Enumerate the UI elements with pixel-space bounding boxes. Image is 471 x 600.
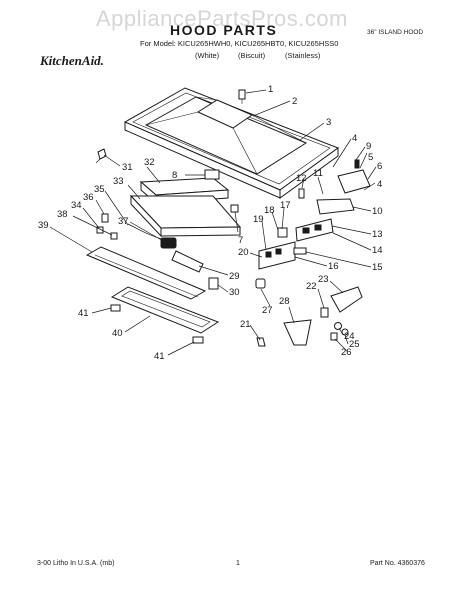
part-39-rail — [85, 246, 207, 300]
part-8-connector — [204, 169, 220, 180]
callout-14: 14 — [372, 245, 383, 256]
callout-16: 16 — [328, 261, 339, 272]
callout-37: 37 — [118, 216, 129, 227]
callout-13: 13 — [372, 229, 383, 240]
part-33-panel — [129, 194, 242, 238]
callout-4b: 4 — [377, 179, 382, 190]
callout-1: 1 — [268, 84, 273, 95]
callout-11: 11 — [313, 168, 323, 179]
callout-23: 23 — [318, 274, 329, 285]
callout-12: 12 — [296, 173, 307, 184]
footer-page-number: 1 — [236, 560, 240, 567]
part-5-screw — [354, 159, 360, 169]
callout-29: 29 — [229, 271, 240, 282]
part-26-screw — [330, 332, 338, 341]
part-29-lamp — [171, 250, 204, 273]
callout-9: 9 — [366, 141, 371, 152]
callout-31: 31 — [122, 162, 133, 173]
part-10-bracket — [316, 198, 355, 215]
footer-part-number: Part No. 4360376 — [370, 560, 425, 567]
part-34-clip — [96, 226, 104, 234]
part-19-control-panel — [258, 241, 296, 270]
part-28-grease-cup — [283, 319, 312, 346]
callout-24: 24 — [344, 331, 355, 342]
callout-26: 26 — [341, 347, 352, 358]
part-14-control-board — [295, 218, 334, 242]
callout-17: 17 — [280, 200, 291, 211]
callout-4a: 4 — [352, 133, 357, 144]
part-24-washer — [334, 322, 342, 330]
callout-20: 20 — [238, 247, 249, 258]
callout-35: 35 — [94, 184, 105, 195]
callout-15: 15 — [372, 262, 383, 273]
part-23-light-lens — [330, 286, 363, 313]
watermark: AppliancePartsPros.com — [96, 6, 348, 31]
callout-6: 6 — [377, 161, 382, 172]
part-30-socket — [208, 277, 219, 290]
callout-2: 2 — [292, 96, 297, 107]
part-41-clip-b — [192, 336, 204, 344]
part-22-clip — [320, 307, 329, 318]
callout-10: 10 — [372, 206, 383, 217]
callout-27: 27 — [262, 305, 273, 316]
callout-5: 5 — [368, 152, 373, 163]
callout-25: 25 — [349, 339, 360, 350]
callout-18: 18 — [264, 205, 275, 216]
callout-34: 34 — [71, 200, 82, 211]
callout-3: 3 — [326, 117, 331, 128]
leader-lines — [49, 89, 377, 356]
model-line: For Model: KICU265HWH0, KICU265HBT0, KIC… — [140, 39, 339, 48]
page-title: HOOD PARTS — [170, 22, 278, 38]
callout-33: 33 — [113, 176, 124, 187]
part-12-screw — [298, 188, 305, 199]
callout-30: 30 — [229, 287, 240, 298]
callout-38: 38 — [57, 209, 68, 220]
finish-white: (White) — [195, 51, 220, 60]
part-41-clip-a — [110, 304, 121, 312]
brand-logo: KitchenAid. — [40, 53, 104, 68]
part-31-bracket — [95, 148, 107, 164]
callout-28: 28 — [279, 296, 290, 307]
part-18-switch — [277, 227, 288, 238]
callout-36: 36 — [83, 192, 94, 203]
callout-41a: 41 — [78, 308, 89, 319]
part-15-board-wire — [293, 247, 307, 255]
callout-41b: 41 — [154, 351, 165, 362]
part-27-knob — [255, 278, 266, 289]
callout-19: 19 — [253, 214, 264, 225]
part-2-canopy-top — [144, 96, 308, 175]
callout-labels: 1 2 3 4 9 5 6 4 10 11 12 13 14 15 16 17 … — [38, 84, 383, 362]
callout-8: 8 — [172, 170, 177, 181]
callout-40: 40 — [112, 328, 123, 339]
part-36-clip — [101, 213, 109, 223]
finish-biscuit: (Biscuit) — [238, 51, 266, 60]
part-38-clip — [110, 232, 118, 240]
callout-22: 22 — [306, 281, 317, 292]
part-21-screw — [256, 337, 266, 347]
part-1-screw — [238, 89, 246, 104]
part-40-filter — [110, 286, 220, 334]
callout-32: 32 — [144, 157, 155, 168]
finish-stainless: (Stainless) — [285, 51, 321, 60]
callout-39: 39 — [38, 220, 49, 231]
part-7-fastener — [230, 204, 239, 213]
callout-21: 21 — [240, 319, 251, 330]
footer-litho: 3-00 Litho In U.S.A. (mb) — [37, 560, 115, 567]
callout-7: 7 — [238, 235, 243, 246]
page-subtitle: 36" ISLAND HOOD — [367, 29, 424, 36]
part-35-wire-harness — [127, 223, 177, 249]
